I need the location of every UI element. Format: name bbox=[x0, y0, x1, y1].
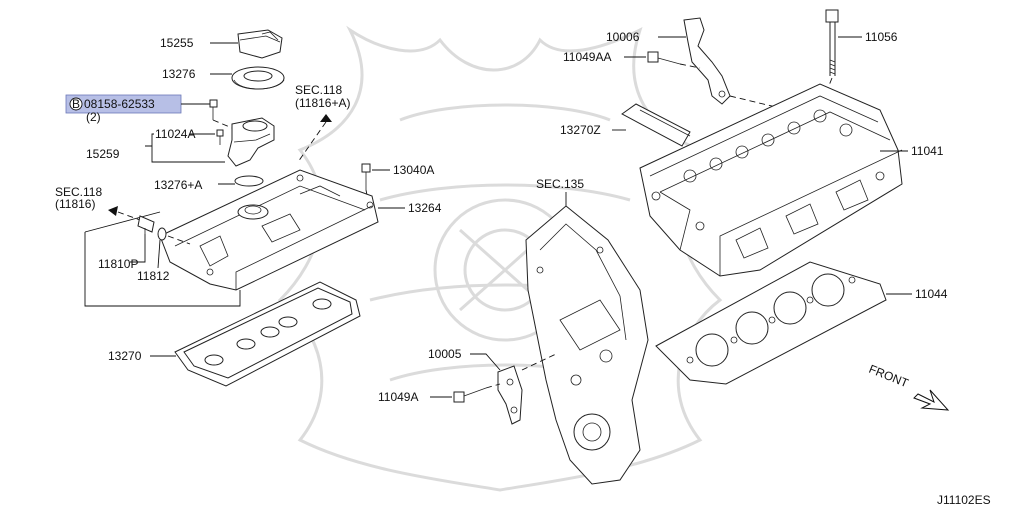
valve-cover-gasket-part bbox=[174, 281, 361, 387]
label-11056: 11056 bbox=[865, 30, 898, 44]
label-13276: 13276 bbox=[162, 67, 196, 81]
diagram-id: J11102ES bbox=[937, 493, 991, 507]
label-13276a: 13276+A bbox=[154, 178, 202, 192]
cylinder-head-part bbox=[639, 83, 903, 277]
label-sec118-left: SEC.118 bbox=[55, 185, 102, 199]
timing-cover-part bbox=[525, 205, 649, 485]
label-10006: 10006 bbox=[606, 30, 640, 44]
label-sec118-top: SEC.118 bbox=[295, 83, 342, 97]
head-gasket-part bbox=[655, 261, 887, 385]
grommet-part bbox=[157, 227, 167, 241]
b-symbol-icon bbox=[69, 97, 83, 111]
lifting-bracket-part bbox=[683, 17, 731, 105]
bolt-11024a-part bbox=[216, 129, 224, 145]
arrow-sec118-top-icon bbox=[320, 114, 332, 122]
filler-gasket-part bbox=[231, 66, 285, 90]
label-11049aa: 11049AA bbox=[563, 50, 612, 64]
label-15255: 15255 bbox=[160, 36, 194, 50]
neck-gasket-part bbox=[234, 175, 264, 187]
front-arrow-icon bbox=[913, 389, 950, 411]
valve-cover-part bbox=[159, 169, 379, 291]
label-sec135: SEC.135 bbox=[536, 177, 584, 191]
watermark-emblem bbox=[277, 25, 723, 492]
seal-tube-part bbox=[621, 103, 691, 147]
label-13040a: 13040A bbox=[393, 163, 434, 177]
front-bracket-part bbox=[497, 365, 523, 425]
oil-filler-cap-part bbox=[237, 29, 283, 59]
label-sec118-top-ref: (11816+A) bbox=[295, 96, 350, 110]
label-sec118-left-ref: (11816) bbox=[55, 197, 95, 211]
label-11024a: 11024A bbox=[155, 127, 195, 141]
label-13270z: 13270Z bbox=[560, 123, 601, 137]
head-bolt-part bbox=[825, 9, 839, 76]
label-15259: 15259 bbox=[86, 147, 120, 161]
label-11810p: 11810P bbox=[98, 257, 138, 271]
label-11049a: 11049A bbox=[378, 390, 418, 404]
label-bolt-code[interactable]: 08158-62533 bbox=[84, 97, 155, 111]
label-11044: 11044 bbox=[915, 287, 948, 301]
label-11041: 11041 bbox=[911, 144, 944, 158]
small-bolt-part bbox=[209, 99, 218, 120]
arrow-sec118-left-icon bbox=[108, 206, 118, 216]
stud-13040a-part bbox=[361, 163, 371, 190]
label-bolt-qty: (2) bbox=[86, 110, 101, 124]
front-label: FRONT bbox=[867, 362, 911, 391]
label-11812: 11812 bbox=[137, 269, 170, 283]
pcv-valve-part bbox=[137, 215, 155, 234]
bolt-11049aa-part bbox=[647, 51, 681, 65]
bolt-symbol: B bbox=[72, 97, 80, 111]
label-13270: 13270 bbox=[108, 349, 142, 363]
label-10005: 10005 bbox=[428, 347, 462, 361]
bolt-11049a-part bbox=[453, 387, 487, 403]
oil-filler-neck-part bbox=[227, 117, 275, 167]
label-13264: 13264 bbox=[408, 201, 442, 215]
